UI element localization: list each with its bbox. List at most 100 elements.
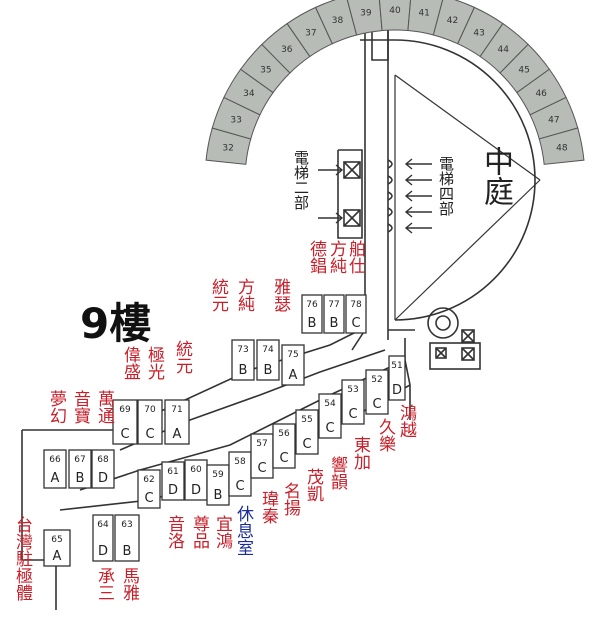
tenant-label: 音寶 (70, 390, 90, 424)
stall-number: 67 (74, 455, 85, 465)
stall-letter: A (289, 368, 298, 383)
stall-letter: C (351, 316, 360, 331)
courtyard-label: 中庭 (478, 146, 513, 206)
stall-cell (318, 393, 342, 439)
tenant-label: 雅瑟 (270, 278, 290, 312)
stall-number: 60 (190, 465, 202, 475)
stall-number: 71 (171, 405, 182, 415)
stall-cell (114, 514, 140, 562)
stall-cells: 78C77B76B75A74B73B71A70C69C68D67B66A65A6… (43, 294, 406, 567)
stall-cell (295, 409, 319, 455)
stall-letter: D (392, 383, 402, 398)
ring-stall-number: 44 (497, 45, 509, 55)
stall-letter: D (98, 471, 108, 486)
stall-cell (43, 529, 71, 567)
stall-number: 57 (256, 439, 267, 449)
tenant-label: 音洛 (164, 515, 184, 549)
ring-stall-number: 33 (230, 116, 241, 126)
ring-stall-number: 32 (222, 144, 233, 154)
ring-stall-number: 47 (548, 116, 559, 126)
tenant-label: 宜鴻 (212, 515, 232, 549)
ring-stall-number: 35 (260, 65, 271, 75)
ring-stall-number: 39 (360, 9, 372, 19)
stall-cell (301, 294, 323, 334)
stall-letter: C (302, 437, 311, 452)
stall-number: 78 (350, 300, 362, 310)
stall-number: 56 (278, 429, 290, 439)
stall-cell (164, 399, 190, 445)
stall-letter: B (308, 316, 317, 331)
stall-cell (345, 294, 367, 334)
ring-stall-cell (538, 127, 585, 165)
stall-cell (256, 339, 280, 381)
elevator-2-label: 電梯二部 (292, 150, 310, 210)
tenant-label: 偉盛 (120, 346, 140, 380)
tenant-label: 統元 (208, 278, 228, 312)
stall-cell (92, 514, 114, 562)
ring-stall-number: 48 (556, 144, 568, 154)
stall-letter: B (214, 488, 223, 503)
tenant-label: 鴻越 (396, 404, 416, 438)
tenant-label: 方純 (326, 240, 346, 274)
stall-cell (137, 399, 163, 445)
stall-letter: B (123, 544, 132, 559)
stall-letter: D (98, 544, 108, 559)
stall-number: 55 (301, 415, 312, 425)
stall-letter: A (173, 427, 182, 442)
stall-cell (231, 339, 255, 381)
stall-number: 53 (347, 385, 358, 395)
stall-letter: A (53, 549, 62, 564)
stall-number: 62 (143, 475, 154, 485)
floor-title: 9樓 (80, 299, 152, 348)
tenant-label: 統元 (172, 340, 192, 374)
tenant-label: 久樂 (375, 418, 395, 452)
stall-cell (341, 379, 365, 425)
tenant-label: 承三 (94, 567, 114, 601)
ring-stall-number: 46 (535, 89, 547, 99)
lounge-label: 休息室 (233, 505, 253, 556)
stall-letter: D (191, 483, 201, 498)
stall-letter: C (145, 427, 154, 442)
tenant-label: 瑋秦 (258, 490, 278, 524)
tenant-label: 名揚 (280, 482, 300, 516)
stall-number: 74 (262, 345, 274, 355)
stall-cell (388, 355, 406, 401)
arrow-icons (318, 158, 432, 234)
ring-stall-number: 40 (389, 6, 401, 16)
stall-cell (91, 449, 115, 489)
stall-letter: C (279, 451, 288, 466)
stall-number: 66 (49, 455, 61, 465)
stall-cell (68, 449, 92, 489)
stall-letter: B (239, 363, 248, 378)
stall-number: 54 (324, 399, 336, 409)
ring-stall-number: 37 (305, 28, 316, 38)
stall-letter: C (325, 421, 334, 436)
tenant-label: 夢幻 (46, 390, 66, 424)
stall-letter: B (330, 316, 339, 331)
tenant-label: 台灣駐極體 (12, 516, 32, 601)
stall-number: 76 (306, 300, 318, 310)
tenant-label: 德錩 (306, 240, 326, 274)
stall-number: 75 (287, 350, 298, 360)
stall-number: 58 (234, 457, 246, 467)
stall-number: 68 (97, 455, 109, 465)
ring-stall-number: 41 (418, 9, 429, 19)
stall-number: 70 (144, 405, 156, 415)
ring-stall-number: 38 (332, 16, 344, 26)
tenant-label: 舶仕 (345, 240, 365, 274)
stall-cell (43, 449, 67, 489)
stall-letter: C (372, 397, 381, 412)
ring-stall-number: 43 (473, 28, 484, 38)
stall-letter: B (264, 363, 273, 378)
stall-number: 52 (371, 375, 382, 385)
stall-number: 73 (237, 345, 248, 355)
stall-letter: C (144, 491, 153, 506)
stall-number: 65 (51, 535, 62, 545)
stall-cell (112, 399, 138, 445)
stall-letter: C (257, 461, 266, 476)
stall-cell (137, 469, 161, 509)
stall-number: 64 (97, 520, 109, 530)
